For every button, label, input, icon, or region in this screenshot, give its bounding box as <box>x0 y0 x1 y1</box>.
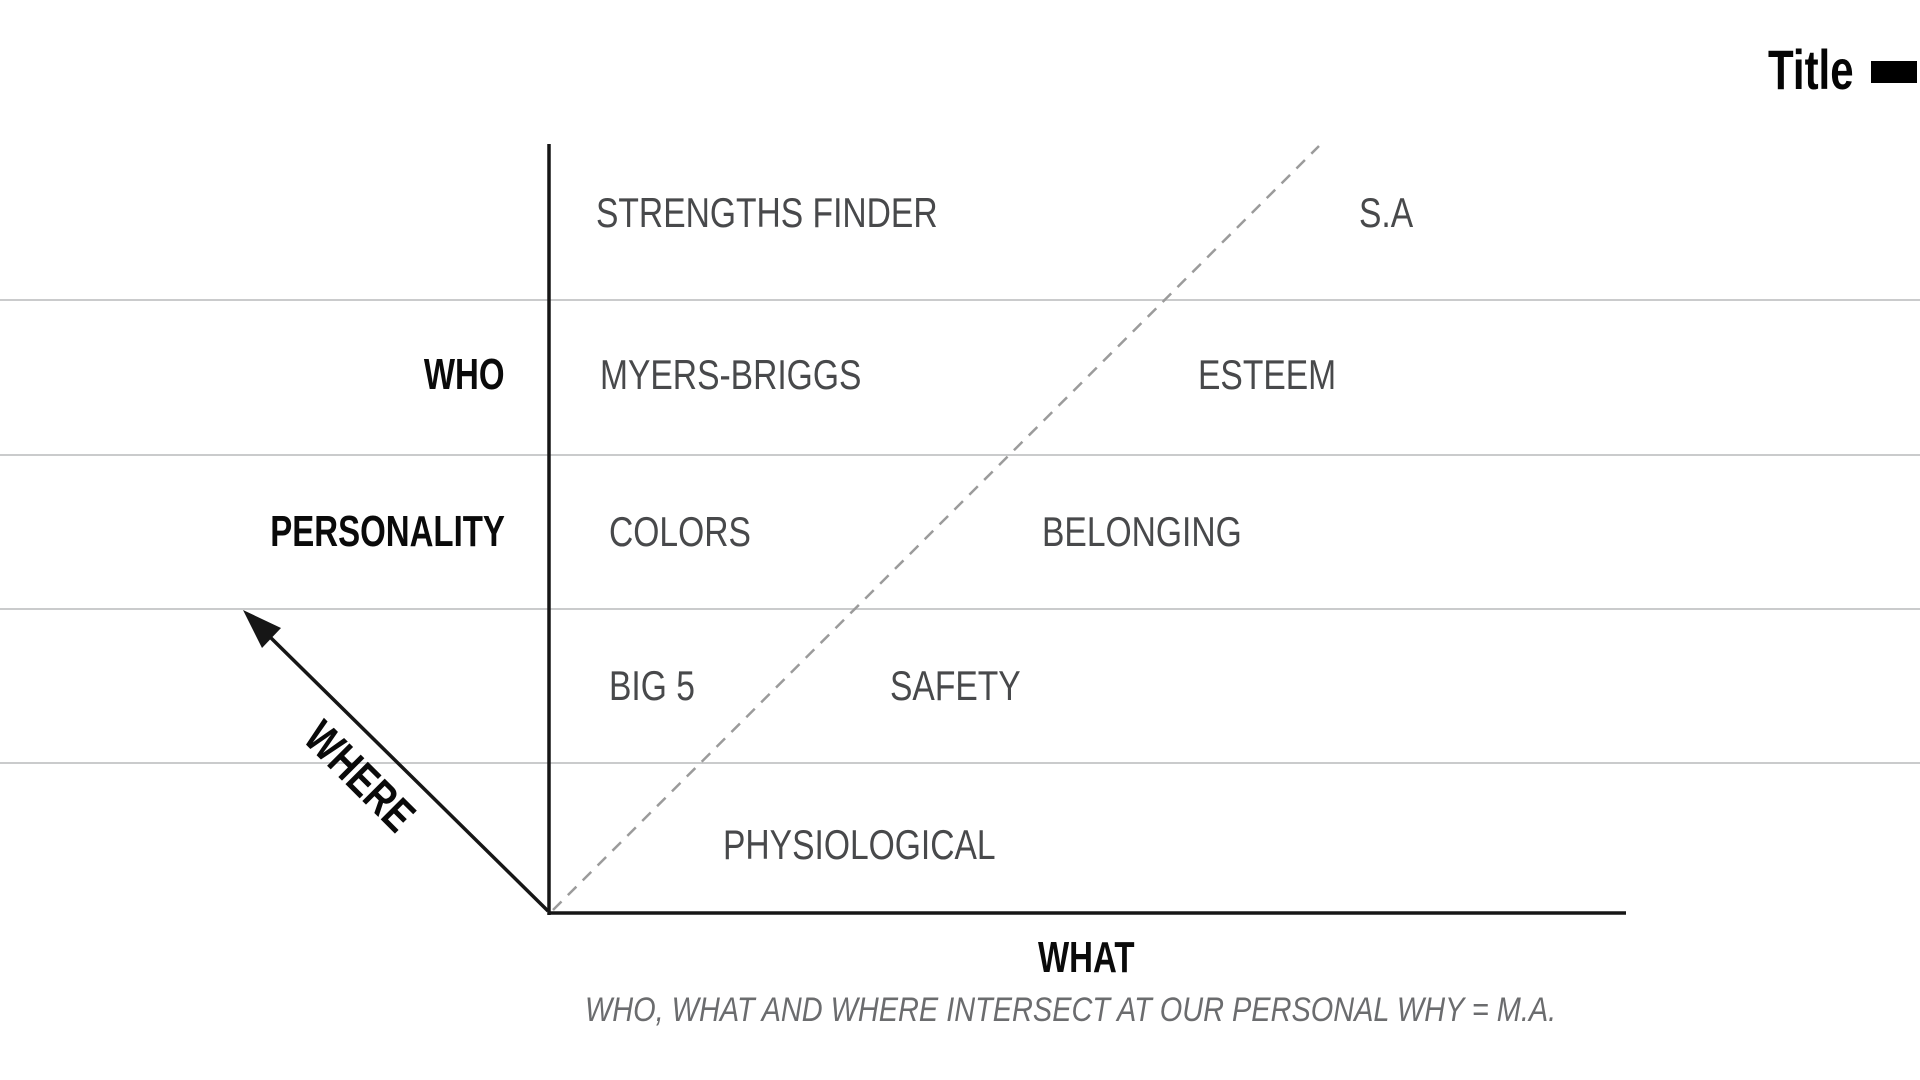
need-esteem: ESTEEM <box>1198 351 1337 398</box>
legend-title: Title <box>1768 38 1854 101</box>
assessment-big-5: BIG 5 <box>609 662 695 709</box>
row-label-who: WHO <box>424 350 505 399</box>
assessment-strengths-finder: STRENGTHS FINDER <box>596 189 938 236</box>
need-physiological: PHYSIOLOGICAL <box>723 821 996 868</box>
assessment-colors: COLORS <box>609 508 751 555</box>
where-arrow-shaft <box>266 633 550 913</box>
assessment-myers-briggs: MYERS-BRIGGS <box>600 351 862 398</box>
need-safety: SAFETY <box>890 662 1021 709</box>
row-label-personality: PERSONALITY <box>270 507 505 556</box>
where-arrow-head <box>243 610 281 648</box>
caption: WHO, WHAT AND WHERE INTERSECT AT OUR PER… <box>585 991 1557 1029</box>
need-self-actualization: S.A <box>1359 189 1414 236</box>
axis-label-what: WHAT <box>1038 933 1135 982</box>
need-belonging: BELONGING <box>1042 508 1242 555</box>
legend-swatch <box>1871 61 1917 83</box>
